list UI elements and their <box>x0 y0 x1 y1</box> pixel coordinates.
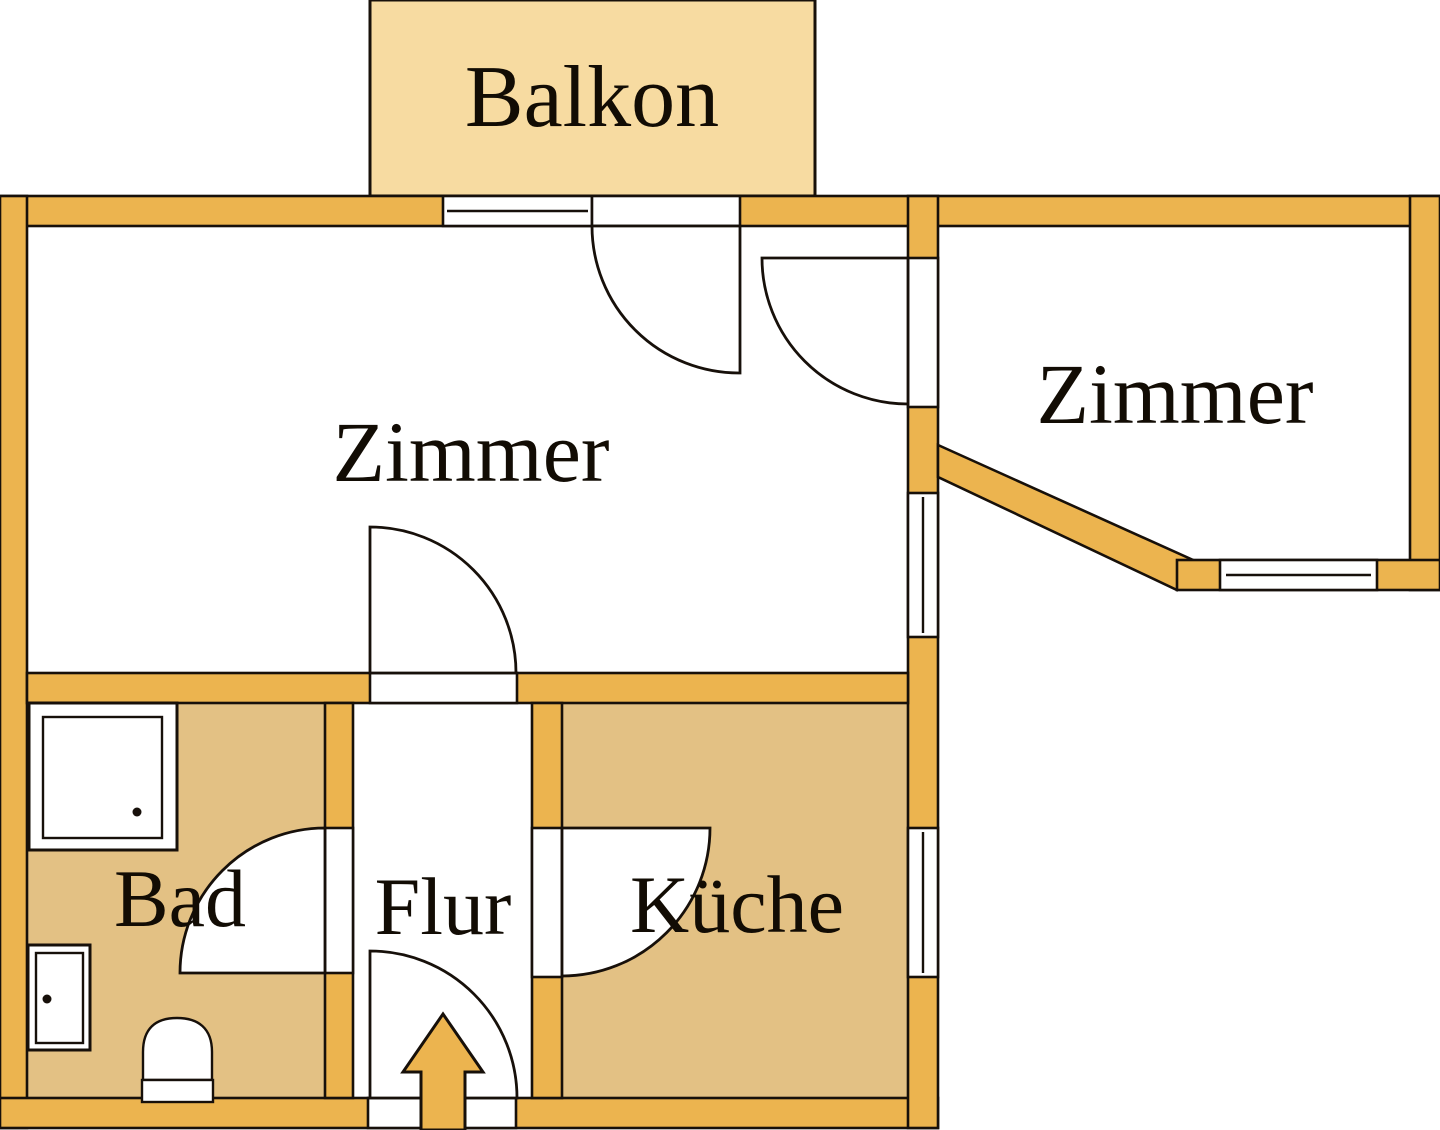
balcony-door-opening <box>590 194 742 228</box>
room-label-zimmer-links: Zimmer <box>332 404 609 500</box>
entrance-arrow-icon <box>400 1011 486 1130</box>
bath-door-opening <box>323 826 355 975</box>
kitchen-door-opening <box>530 826 564 979</box>
bathroom-fixtures <box>26 701 215 1104</box>
room-label-flur: Flur <box>375 861 512 952</box>
toilet-icon <box>140 1016 215 1104</box>
room-label-kueche: Küche <box>630 859 844 950</box>
room-label-bad: Bad <box>114 853 246 944</box>
bath-door-swing <box>178 826 327 975</box>
hall-door-swing <box>368 525 518 675</box>
room-label-zimmer-rechts: Zimmer <box>1036 346 1313 442</box>
balcony-area <box>368 0 817 198</box>
room-door-swing <box>760 256 910 406</box>
wall-right-room-right <box>1408 194 1440 592</box>
balcony-door-swing <box>590 224 742 375</box>
wall-right-room-diagonal <box>936 442 1195 592</box>
shower-tray-icon <box>27 701 179 852</box>
room-door-opening <box>906 256 940 409</box>
kitchen-door-swing <box>560 826 712 978</box>
washbasin-icon <box>26 943 92 1052</box>
wall-left <box>0 194 29 1130</box>
hall-door-opening <box>368 671 519 705</box>
room-label-balkon: Balkon <box>465 49 719 146</box>
room-labels: Balkon Zimmer Zimmer Bad Flur Küche <box>114 49 1314 952</box>
